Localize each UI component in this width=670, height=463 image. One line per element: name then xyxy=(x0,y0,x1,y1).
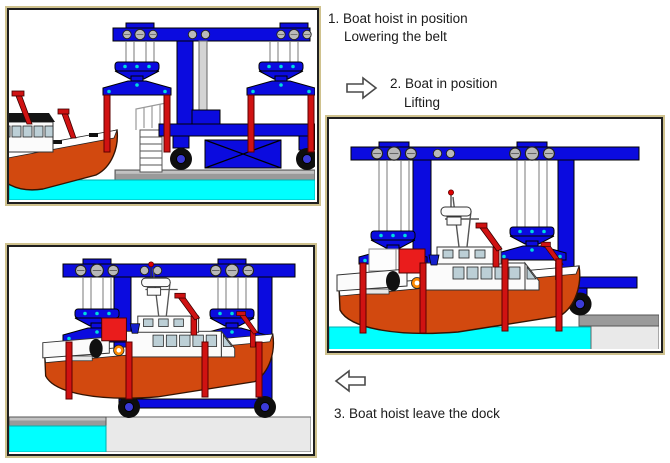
water xyxy=(9,179,315,200)
hoist-right xyxy=(246,41,315,96)
hoist-right xyxy=(497,160,567,261)
step2-label-line2: Lifting xyxy=(404,95,441,110)
water xyxy=(9,425,107,452)
crane-column xyxy=(176,40,194,125)
access-ladder xyxy=(135,102,167,173)
arrow-left-icon xyxy=(334,369,366,393)
lifting-straps xyxy=(65,341,263,400)
gantry-crane xyxy=(102,22,315,173)
crane-top-beam xyxy=(350,146,640,161)
boat-davit xyxy=(11,90,77,139)
step1-label-line2: Lowering the belt xyxy=(344,29,447,44)
lifting-straps xyxy=(103,94,315,153)
panel-step1-hoist-in-position xyxy=(5,6,321,206)
crane-chassis xyxy=(118,398,272,409)
cross-braced-box xyxy=(204,139,282,169)
crane-chassis xyxy=(158,123,315,137)
panel-step3-leaving-dock xyxy=(5,243,317,458)
step1-label-line1: 1. Boat hoist in position xyxy=(328,11,468,26)
step2-label-line1: 2. Boat in position xyxy=(390,76,498,91)
wheel xyxy=(169,147,193,171)
panel-step2-boat-lifting xyxy=(325,115,665,355)
step3-label: 3. Boat hoist leave the dock xyxy=(334,406,500,421)
dock-edge xyxy=(9,416,107,427)
dock xyxy=(578,314,659,349)
boat-approaching xyxy=(9,90,119,191)
hoist-right xyxy=(197,277,267,343)
wheel xyxy=(253,395,277,419)
lifting-straps xyxy=(359,258,563,334)
hoist-left xyxy=(358,160,428,265)
hoist-left xyxy=(102,41,172,96)
hoist-left xyxy=(62,277,132,343)
land xyxy=(105,416,311,452)
arrow-right-icon xyxy=(346,76,378,100)
